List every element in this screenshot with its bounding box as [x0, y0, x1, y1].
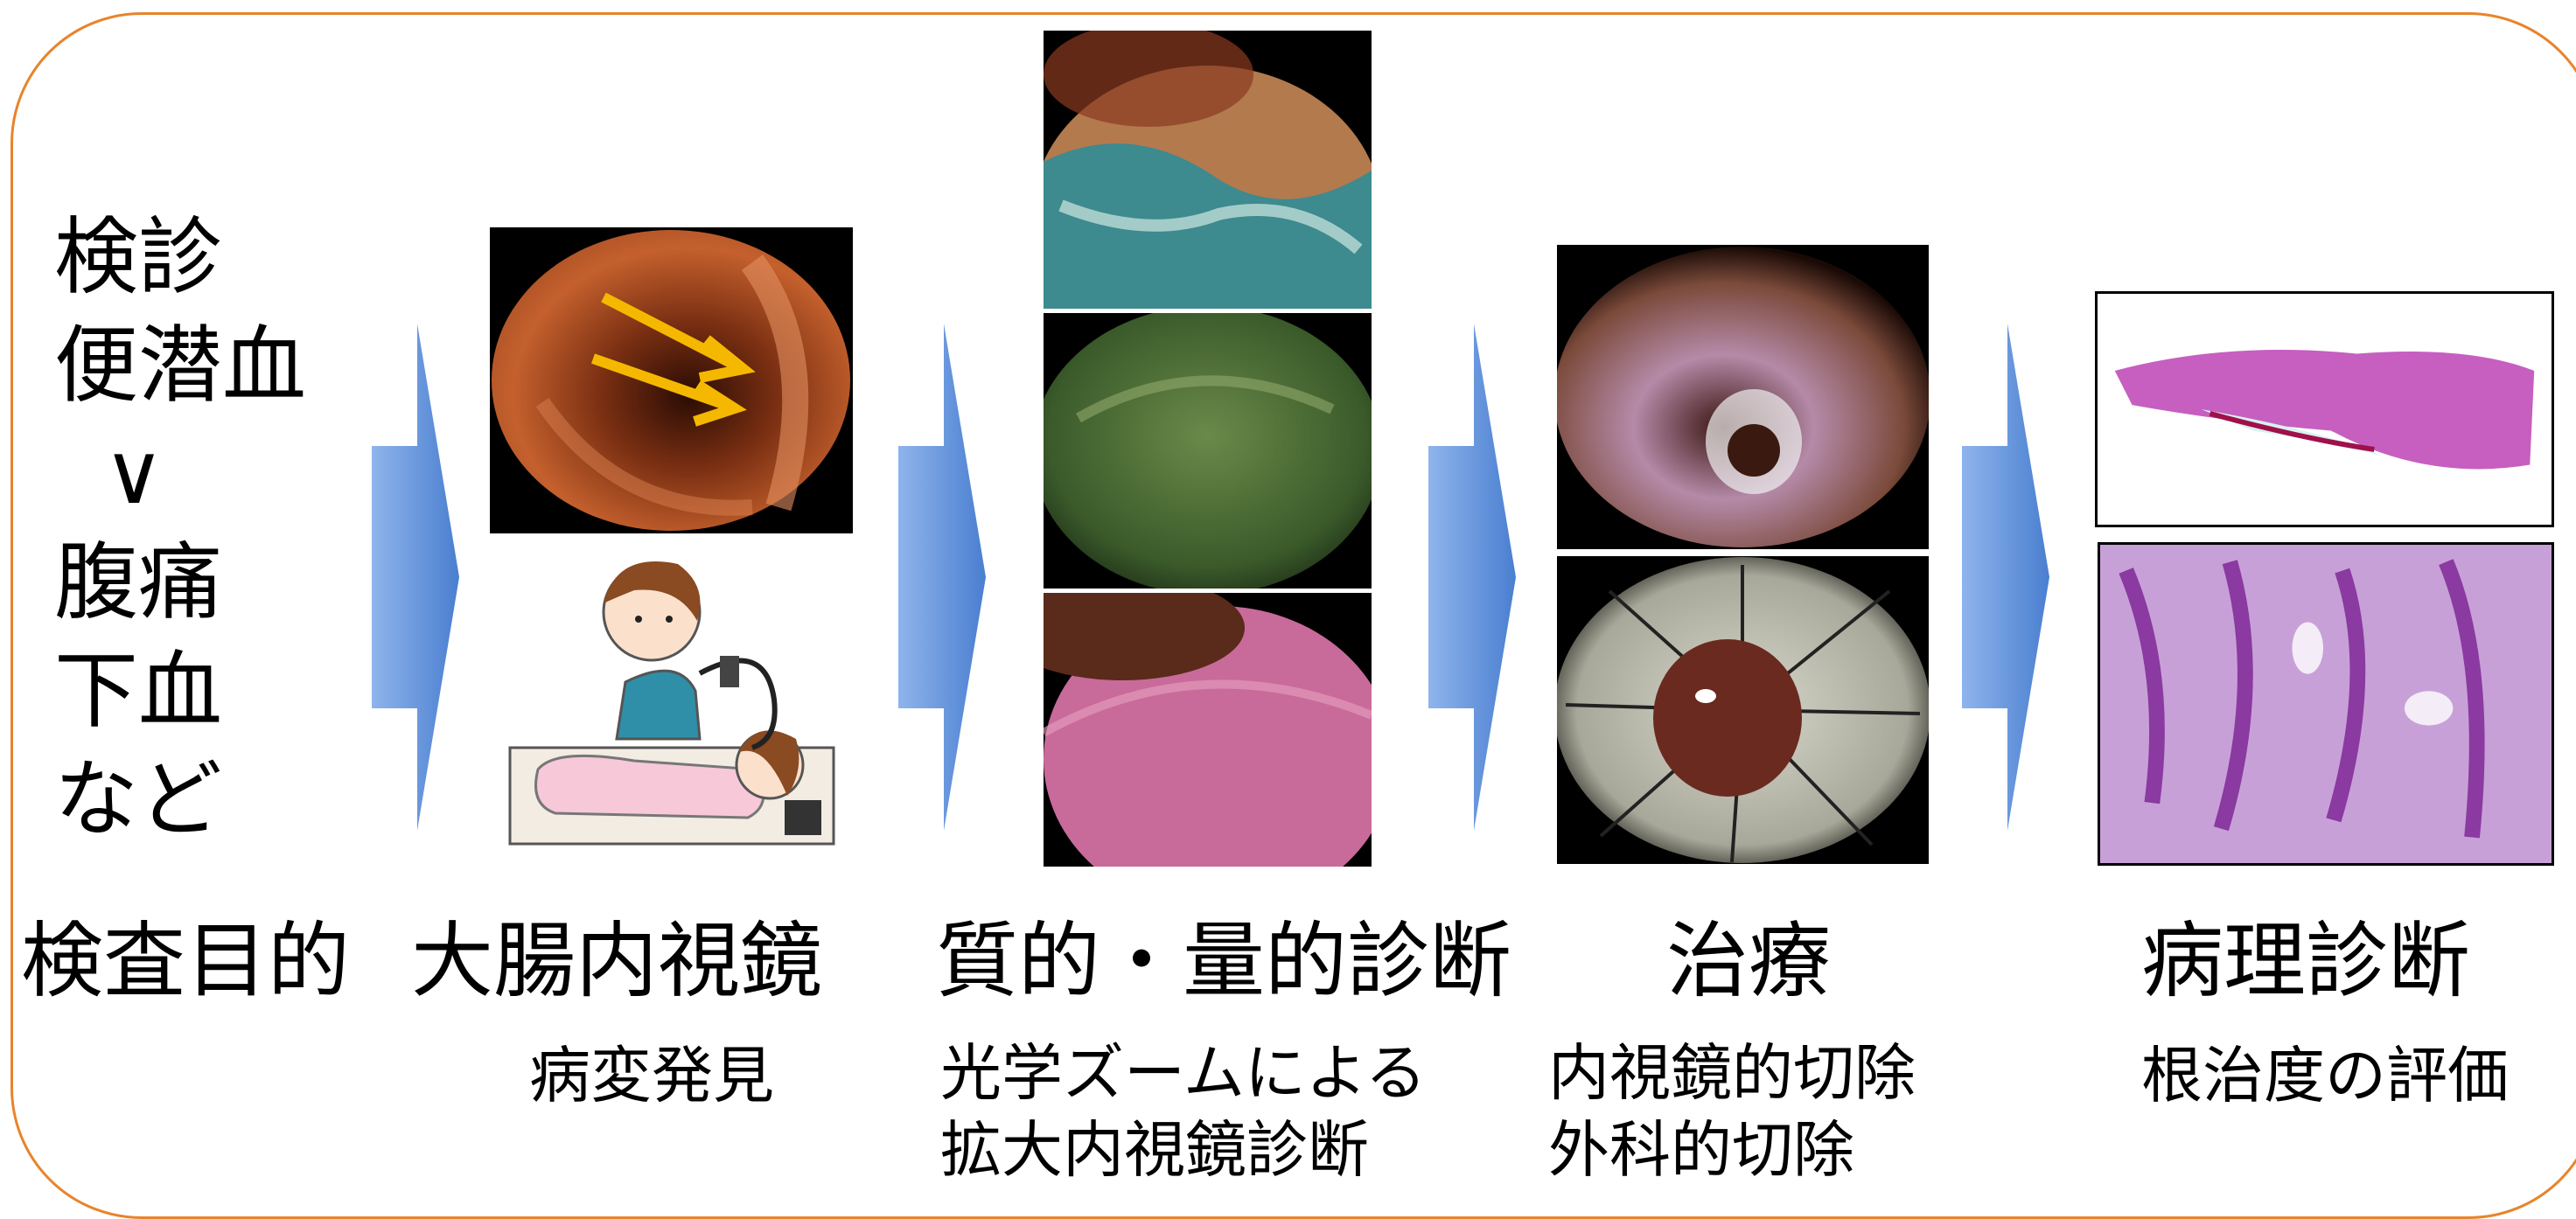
treatment-photo-resection — [1557, 245, 1929, 549]
stage-label-purpose: 検査目的 — [21, 918, 350, 1006]
colonoscopy-photo — [490, 227, 853, 533]
chevron-arrow-icon — [1428, 324, 1516, 831]
reason-bloody-stool: 下血 — [54, 637, 306, 745]
endoscopy-sub-lesion-detection: 病変発見 — [529, 1039, 774, 1112]
treatment-sub-endoscopic-resection: 内視鏡的切除 — [1548, 1036, 1916, 1110]
stage-label-endoscopy: 大腸内視鏡 — [411, 918, 822, 1006]
exam-reasons: 検診 便潜血 ∨ 腹痛 下血 など — [54, 203, 306, 853]
reason-screening: 検診 — [54, 203, 306, 311]
chevron-arrow-icon — [372, 324, 459, 831]
chevron-arrow-icon — [898, 324, 986, 831]
stage-label-diagnosis: 質的・量的診断 — [936, 918, 1511, 1006]
pathology-photo-high-magnification — [2098, 542, 2554, 866]
treatment-sub-surgical-resection: 外科的切除 — [1548, 1113, 1854, 1187]
reason-fecal-occult-blood: 便潜血 — [54, 311, 306, 420]
stage-label-treatment: 治療 — [1666, 918, 1831, 1006]
doctor-patient-illustration — [503, 551, 844, 853]
reason-or-symbol: ∨ — [54, 420, 306, 528]
flow-arrow-2 — [898, 324, 986, 831]
reason-etc: など — [54, 745, 306, 853]
stage-label-pathology: 病理診断 — [2141, 918, 2470, 1006]
chevron-arrow-icon — [1962, 324, 2049, 831]
pathology-sub-curability-evaluation: 根治度の評価 — [2141, 1039, 2509, 1112]
pathology-photo-low-magnification — [2095, 291, 2554, 527]
flow-arrow-3 — [1428, 324, 1516, 831]
diagnosis-sub-magnifying-endoscopy: 拡大内視鏡診断 — [940, 1113, 1369, 1187]
flow-arrow-4 — [1962, 324, 2049, 831]
treatment-photo-specimen — [1557, 556, 1929, 864]
magnified-photo-crystal-violet — [1044, 593, 1372, 867]
reason-abdominal-pain: 腹痛 — [54, 528, 306, 637]
magnified-photo-nbi — [1044, 313, 1372, 589]
magnified-photo-chromoendoscopy — [1044, 31, 1372, 309]
flow-arrow-1 — [372, 324, 459, 831]
diagnosis-sub-optical-zoom: 光学ズームによる — [940, 1036, 1427, 1110]
